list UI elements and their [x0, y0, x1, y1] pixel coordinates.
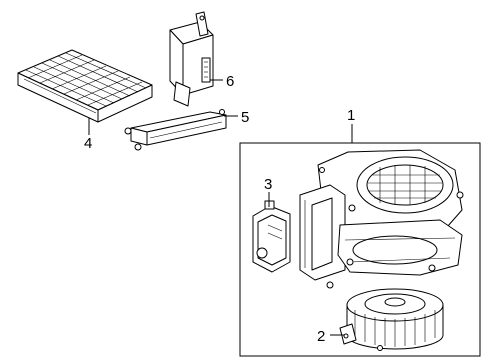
cabin-air-filter-icon — [17, 49, 153, 123]
callout-1: 1 — [347, 107, 355, 124]
callout-6: 6 — [226, 73, 234, 90]
callout-5: 5 — [241, 109, 249, 126]
callout-3: 3 — [264, 176, 272, 193]
assembly-frame — [239, 142, 481, 357]
control-relay-module-icon — [169, 11, 214, 107]
callout-4: 4 — [84, 135, 92, 152]
callout-2: 2 — [317, 328, 325, 345]
filter-cover-icon — [124, 109, 227, 151]
blower-control-module-icon — [252, 200, 291, 273]
blower-motor-fan-icon — [339, 288, 444, 351]
hvac-blower-housing-icon — [299, 149, 464, 289]
